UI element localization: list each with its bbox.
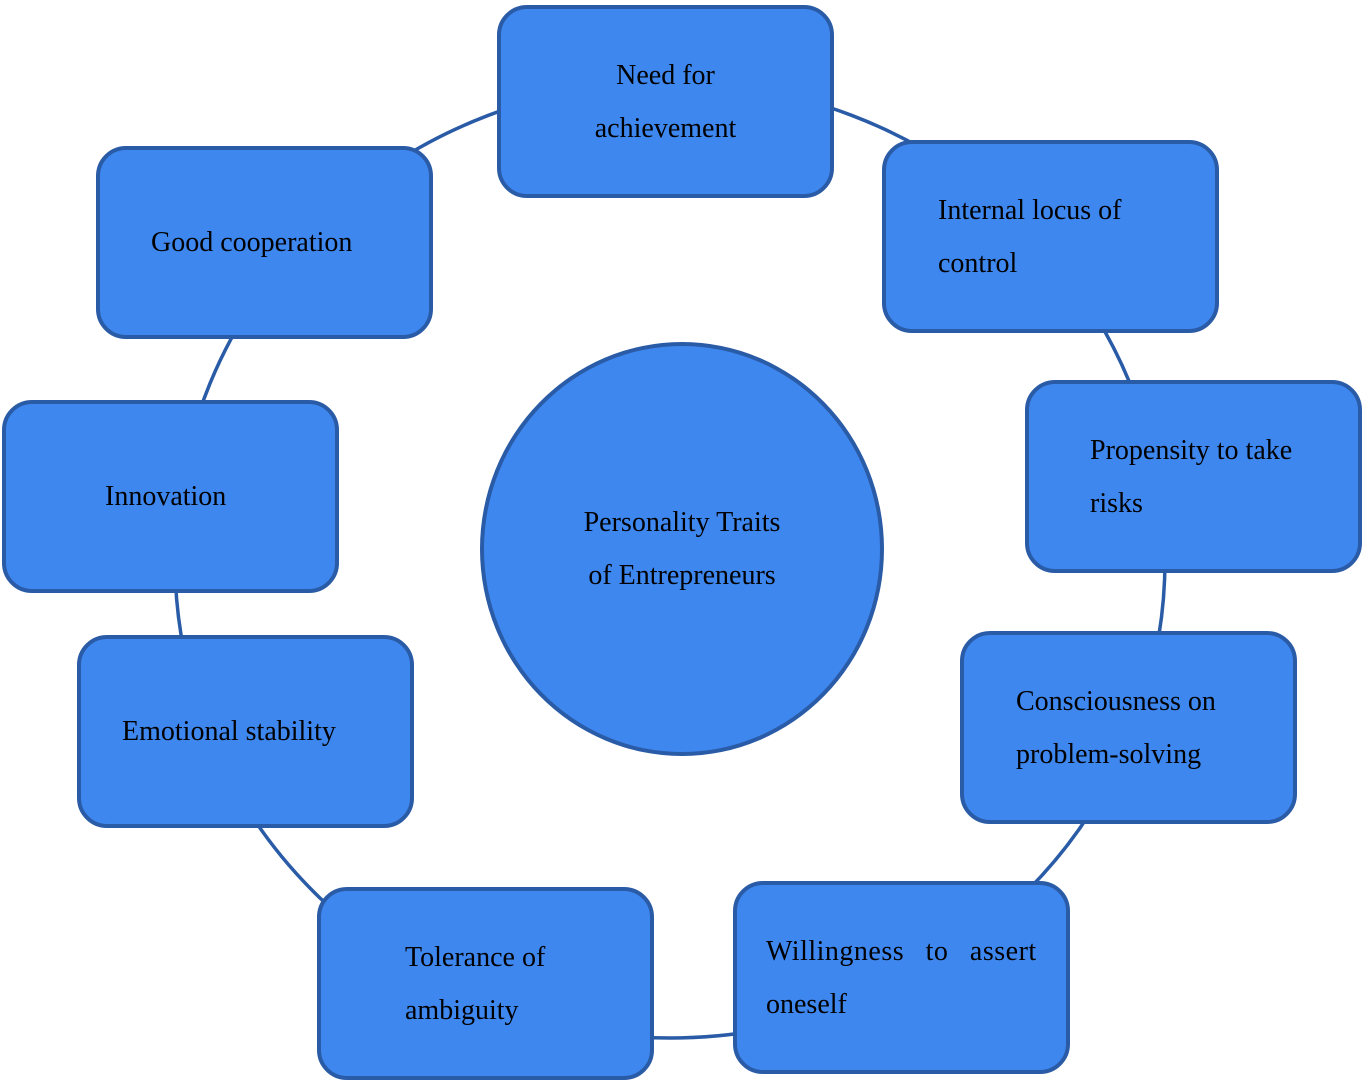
trait-label-line-2: oneself	[766, 988, 847, 1020]
trait-need-for-achievement: Need for achievement	[497, 5, 834, 198]
trait-label-line-2: control	[938, 247, 1018, 279]
trait-label-line-1: Tolerance of	[405, 941, 546, 973]
trait-label-line-1: Willingness to assert	[766, 935, 1037, 967]
trait-label-line-1: Propensity to take	[1090, 434, 1293, 466]
trait-willingness-to-assert-oneself: Willingness to assert oneself	[733, 881, 1070, 1074]
trait-tolerance-of-ambiguity: Tolerance of ambiguity	[317, 887, 654, 1080]
trait-label-line-1: Need for	[616, 59, 715, 91]
trait-label-line-2: problem-solving	[1016, 738, 1202, 770]
trait-label-line-2: risks	[1090, 487, 1143, 519]
trait-internal-locus-of-control: Internal locus of control	[882, 140, 1219, 333]
trait-label-line-2: achievement	[594, 112, 737, 144]
trait-label-line-1: Internal locus of	[938, 194, 1122, 226]
trait-label-line-1: Emotional stability	[122, 716, 336, 747]
center-topic-line-2: of Entrepreneurs	[588, 560, 776, 591]
trait-label-line-1: Good cooperation	[151, 227, 353, 258]
trait-label-line-1: Consciousness on	[1016, 685, 1216, 717]
trait-propensity-to-take-risks: Propensity to take risks	[1025, 380, 1362, 573]
trait-consciousness-on-problem-solving: Consciousness on problem-solving	[960, 631, 1297, 824]
trait-label-line-1: Innovation	[105, 481, 227, 512]
trait-label-line-2: ambiguity	[405, 994, 519, 1026]
center-topic-line-1: Personality Traits	[583, 507, 781, 538]
center-topic-circle: Personality Traits of Entrepreneurs	[480, 342, 884, 756]
trait-innovation: Innovation	[2, 400, 339, 593]
trait-good-cooperation: Good cooperation	[96, 146, 433, 339]
trait-emotional-stability: Emotional stability	[77, 635, 414, 828]
